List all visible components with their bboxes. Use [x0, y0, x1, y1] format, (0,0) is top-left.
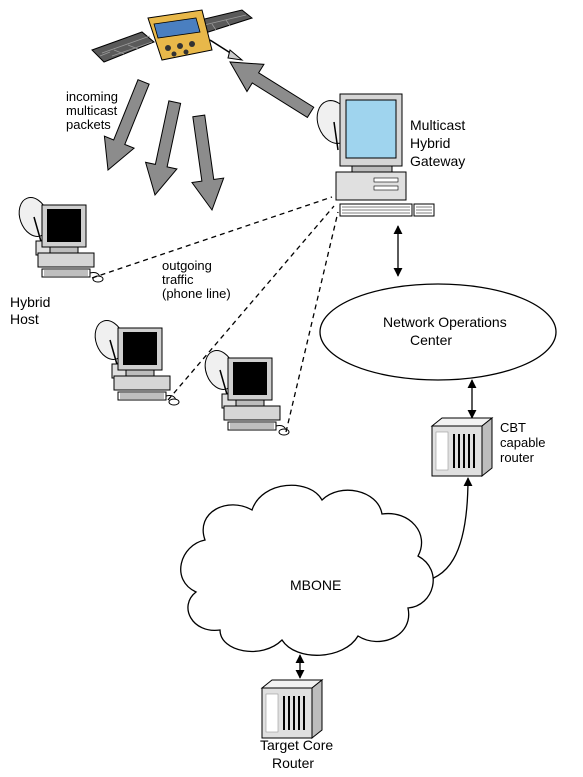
label-mbone: MBONE: [290, 577, 341, 593]
label-incoming: incoming multicast packets: [66, 89, 122, 132]
host-computer-icon: [13, 192, 104, 283]
phone-lines: [91, 196, 339, 433]
router-icon: [431, 417, 493, 477]
cloud-icon: [180, 484, 434, 656]
satellite-icon: [91, 9, 254, 63]
label-cbt-router: CBT capable router: [500, 420, 549, 465]
uplink-arrow: [221, 47, 320, 127]
incoming-arrow-2: [138, 98, 191, 199]
host-computer-icon: [199, 345, 290, 436]
label-outgoing: outgoing traffic (phone line): [162, 258, 231, 301]
label-gateway: Multicast Hybrid Gateway: [410, 117, 469, 169]
label-target-router: Target Core Router: [260, 737, 337, 771]
gateway-computer-icon: [316, 93, 435, 217]
router-icon: [261, 679, 323, 739]
incoming-arrow-3: [182, 113, 229, 213]
network-operations-center: [319, 283, 557, 381]
label-hybrid-host: Hybrid Host: [10, 294, 54, 327]
host-computer-icon: [89, 315, 180, 406]
label-noc: Network Operations Center: [383, 314, 511, 348]
